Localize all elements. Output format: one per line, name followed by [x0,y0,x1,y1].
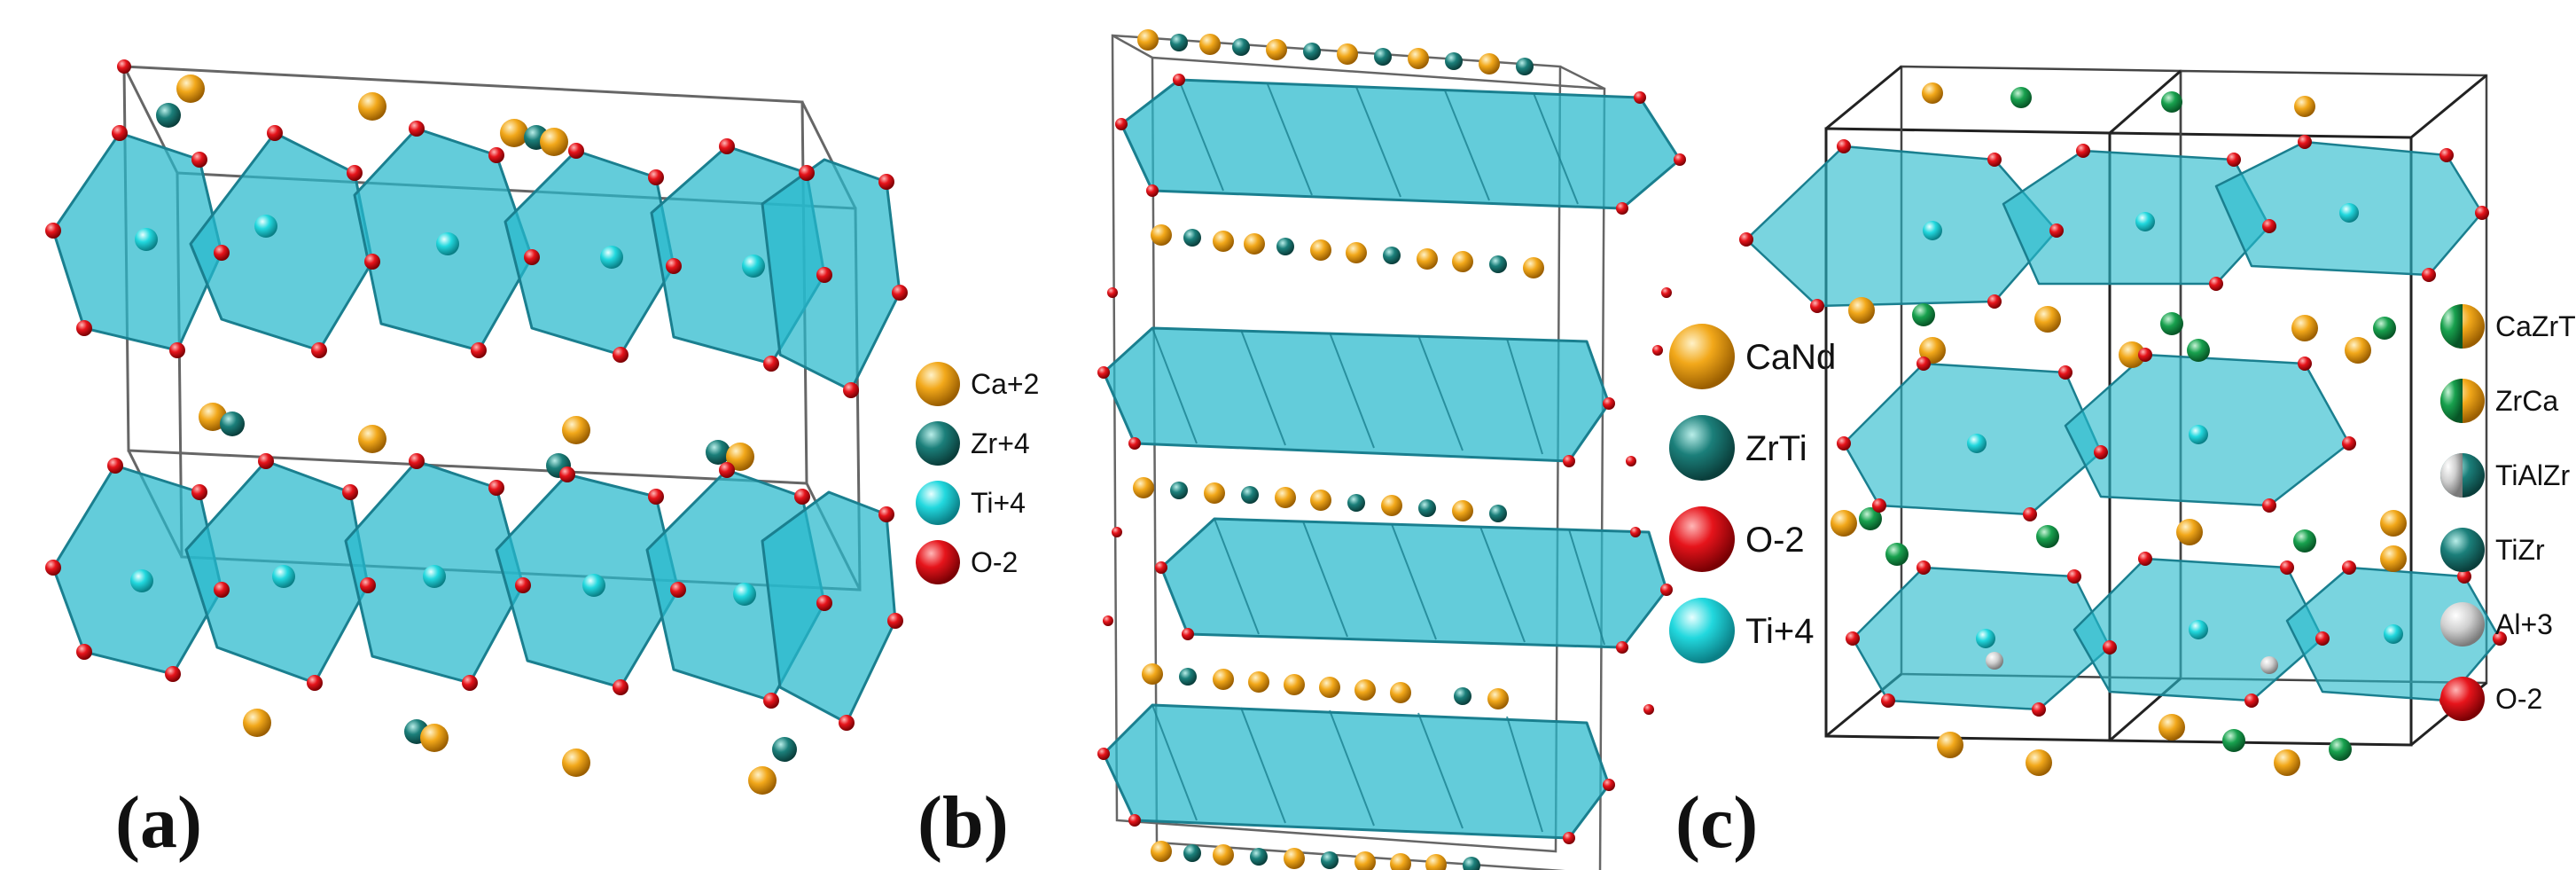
panel-a-atoms [130,74,797,795]
legend-swatch [916,421,960,466]
legend-label: Al+3 [2495,608,2553,640]
legend-item: O-2 [2440,677,2542,721]
legend-label: TiAlZr [2495,459,2570,491]
panel-a-legend: Ca+2Zr+4Ti+4O-2 [916,362,1039,584]
legend-label: CaZrTh [2495,310,2576,342]
legend-swatch-half [2440,304,2463,349]
legend-item: O-2 [916,540,1018,584]
legend-item: TiZr [2440,528,2545,572]
legend-swatch [916,481,960,525]
legend-label: ZrTi [1745,429,1807,468]
legend-swatch [1669,506,1735,572]
legend-swatch-half [2440,453,2463,498]
legend-item: Ti+4 [916,481,1026,525]
legend-swatch [2440,677,2485,721]
legend-swatch-half [2440,379,2463,423]
legend-item: Al+3 [2440,602,2553,647]
panel-c-polyhedra-layers [1745,140,2502,711]
panel-c: (c) CaZrThZrCaTiAlZrTiZrAl+3O-2 [1675,65,2576,864]
legend-label: O-2 [2495,683,2542,715]
panel-a-label: (a) [115,781,202,864]
panel-a: (a) Ca+2Zr+4Ti+4O-2 [45,59,1039,864]
legend-item: CaNd [1669,324,1836,389]
legend-swatch [2440,528,2485,572]
legend-label: TiZr [2495,534,2545,566]
legend-swatch [1669,598,1735,663]
legend-swatch [1669,324,1735,389]
legend-label: Zr+4 [971,427,1030,459]
panel-b-cation-rows [1133,29,1544,870]
legend-label: Ca+2 [971,368,1039,400]
panel-c-oxygen-atoms [1739,135,2507,717]
legend-item: Zr+4 [916,421,1030,466]
panel-c-legend: CaZrThZrCaTiAlZrTiZrAl+3O-2 [2440,304,2576,721]
legend-swatch [2440,602,2485,647]
legend-item: ZrCa [2440,379,2558,423]
panel-b-label: (b) [917,781,1009,864]
legend-item: O-2 [1669,506,1805,572]
panel-a-oxygen-atoms [45,59,908,731]
legend-item: ZrTi [1669,415,1807,481]
legend-label: ZrCa [2495,385,2558,417]
legend-swatch [1669,415,1735,481]
legend-label: O-2 [971,546,1018,578]
legend-swatch [916,362,960,406]
legend-item: TiAlZr [2440,453,2570,498]
panel-c-cation-atoms [1831,82,2407,776]
panel-b-polyhedra-layers [1102,78,1682,840]
legend-label: CaNd [1745,338,1836,377]
legend-label: Ti+4 [1745,612,1814,651]
legend-label: O-2 [1745,521,1805,560]
legend-item: Ca+2 [916,362,1039,406]
legend-item: CaZrTh [2440,304,2576,349]
legend-item: Ti+4 [1669,598,1814,663]
legend-swatch [916,540,960,584]
panel-b-polyhedra-edges [1151,79,1605,833]
panel-c-label: (c) [1675,781,1758,864]
legend-label: Ti+4 [971,487,1026,519]
panel-b-oxygen-atoms [1097,74,1686,844]
